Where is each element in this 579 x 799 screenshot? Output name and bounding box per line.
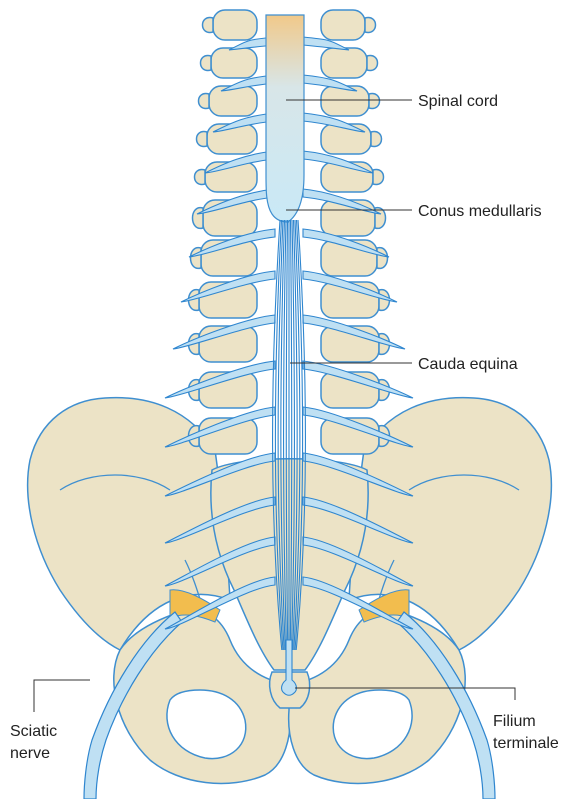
vertebra-process — [193, 208, 204, 229]
vertebra-process — [203, 18, 214, 33]
label-sciatic-nerve-line1: Sciatic — [10, 723, 57, 740]
vertebra-process — [377, 248, 388, 269]
vertebra-body — [321, 10, 365, 40]
vertebra-body — [321, 86, 369, 116]
label-filium-terminale-line2: terminale — [493, 735, 559, 752]
vertebra-process — [201, 56, 212, 71]
vertebra-process — [195, 170, 206, 185]
vertebra-process — [191, 248, 202, 269]
label-sciatic-nerve-line2: nerve — [10, 745, 50, 762]
vertebra-process — [373, 170, 384, 185]
label-spinal-cord: Spinal cord — [418, 93, 498, 110]
vertebra-body — [213, 10, 257, 40]
vertebra-process — [367, 56, 378, 71]
vertebra-process — [199, 94, 210, 109]
vertebra-process — [375, 208, 386, 229]
vertebra-body — [209, 86, 257, 116]
vertebra-process — [369, 94, 380, 109]
label-conus-medullaris: Conus medullaris — [418, 203, 542, 220]
vertebra-body — [211, 48, 257, 78]
vertebra-body — [321, 48, 367, 78]
label-cauda-equina: Cauda equina — [418, 356, 518, 373]
vertebra-process — [197, 132, 208, 147]
vertebra-process — [371, 132, 382, 147]
label-filium-terminale-line1: Filium — [493, 713, 536, 730]
vertebra-process — [365, 18, 376, 33]
spinal-cord — [266, 15, 304, 222]
sciatic-nerve-leader — [34, 680, 90, 712]
